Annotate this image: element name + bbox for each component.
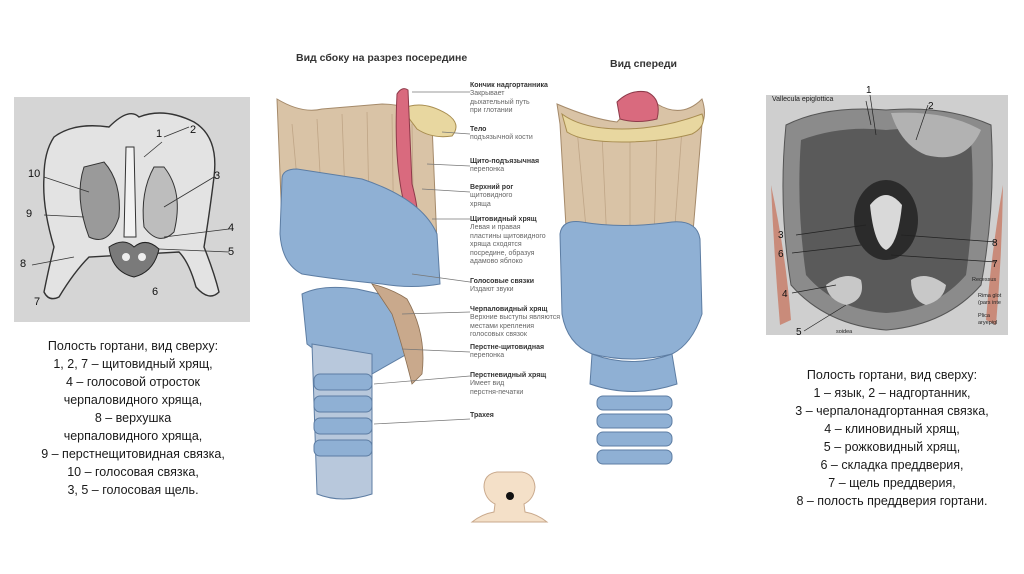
left-number-5: 5 <box>228 246 234 258</box>
right-caption-line: 7 – щель преддверия, <box>766 474 1018 492</box>
right-caption-line: 4 – клиновидный хрящ, <box>766 420 1018 438</box>
right-number-5: 5 <box>796 327 802 335</box>
left-caption-line: черпаловидного хряща, <box>8 427 258 445</box>
left-caption-line: 8 – верхушка <box>8 409 258 427</box>
right-number-3: 3 <box>778 230 784 241</box>
left-caption: Полость гортани, вид сверху: 1, 2, 7 – щ… <box>8 337 258 499</box>
right-caption-line: Полость гортани, вид сверху: <box>766 366 1018 384</box>
annotation-trachea: Трахея <box>470 412 494 420</box>
right-number-2: 2 <box>928 101 934 112</box>
side-label-aryepigl: aryepigl <box>978 320 997 326</box>
annotation-thyrohyoid-membrane: Щито-подъязычная перепонка <box>470 158 539 175</box>
left-number-9: 9 <box>26 208 32 220</box>
left-caption-line: 4 – голосовой отросток <box>8 373 258 391</box>
side-label-recessus: Recessus <box>972 277 996 283</box>
right-caption-line: 3 – черпалонадгортанная связка, <box>766 402 1018 420</box>
left-number-7: 7 <box>34 296 40 308</box>
annotation-epiglottis-tip: Кончик надгортанника Закрывает дыхательн… <box>470 82 548 116</box>
right-number-8: 8 <box>992 238 998 249</box>
annotation-thyroid-cartilage: Щитовидный хрящ Левая и правая пластины … <box>470 216 546 266</box>
left-figure: 2 1 3 4 5 6 7 8 9 10 <box>14 97 250 322</box>
right-caption: Полость гортани, вид сверху: 1 – язык, 2… <box>766 366 1018 510</box>
left-caption-line: 1, 2, 7 – щитовидный хрящ, <box>8 355 258 373</box>
neck-silhouette-icon <box>472 472 547 522</box>
left-figure-illustration: 2 1 3 4 5 6 7 8 9 10 <box>14 97 250 322</box>
side-label-pars: (pars inte <box>978 300 1001 306</box>
annotation-arytenoid: Черпаловидный хрящ Верхние выступы являю… <box>470 306 560 340</box>
side-label-rima: Rima glot <box>978 293 1002 299</box>
side-label-soidea: soidea <box>836 329 853 335</box>
side-label-plica: Plica <box>978 313 991 319</box>
right-figure: Vallecula epiglottica 1 2 3 4 5 6 7 8 Re… <box>766 85 1008 335</box>
left-number-3: 3 <box>214 170 220 182</box>
left-number-8: 8 <box>20 258 26 270</box>
right-caption-line: 8 – полость преддверия гортани. <box>766 492 1018 510</box>
right-number-7: 7 <box>992 259 998 270</box>
right-number-6: 6 <box>778 249 784 260</box>
left-number-2: 2 <box>190 124 196 136</box>
left-caption-line: 3, 5 – голосовая щель. <box>8 481 258 499</box>
left-caption-line: Полость гортани, вид сверху: <box>8 337 258 355</box>
right-caption-line: 1 – язык, 2 – надгортанник, <box>766 384 1018 402</box>
annotation-superior-horn: Верхний рог щитовидного хряща <box>470 184 513 209</box>
center-figure: Вид сбоку на разрез посередине Вид спере… <box>262 44 762 524</box>
left-number-10: 10 <box>28 168 40 180</box>
right-number-1: 1 <box>866 85 872 96</box>
right-caption-line: 6 – складка преддверия, <box>766 456 1018 474</box>
left-number-1: 1 <box>156 128 162 140</box>
annotation-cricoid-cartilage: Перстневидный хрящ Имеет вид перстня-печ… <box>470 372 546 397</box>
right-figure-illustration: Vallecula epiglottica 1 2 3 4 5 6 7 8 Re… <box>766 85 1008 335</box>
left-caption-line: 10 – голосовая связка, <box>8 463 258 481</box>
left-caption-line: черпаловидного хряща, <box>8 391 258 409</box>
right-caption-line: 5 – рожковидный хрящ, <box>766 438 1018 456</box>
annotation-hyoid-body: Тело подъязычной кости <box>470 126 533 143</box>
right-number-4: 4 <box>782 289 788 300</box>
annotation-vocal-cords: Голосовые связки Издают звуки <box>470 278 534 295</box>
left-number-6: 6 <box>152 286 158 298</box>
left-caption-line: 9 – перстнещитовидная связка, <box>8 445 258 463</box>
vallecula-label: Vallecula epiglottica <box>772 96 833 103</box>
annotation-cricothyroid-membrane: Перстне-щитовидная перепонка <box>470 344 544 361</box>
left-number-4: 4 <box>228 222 234 234</box>
